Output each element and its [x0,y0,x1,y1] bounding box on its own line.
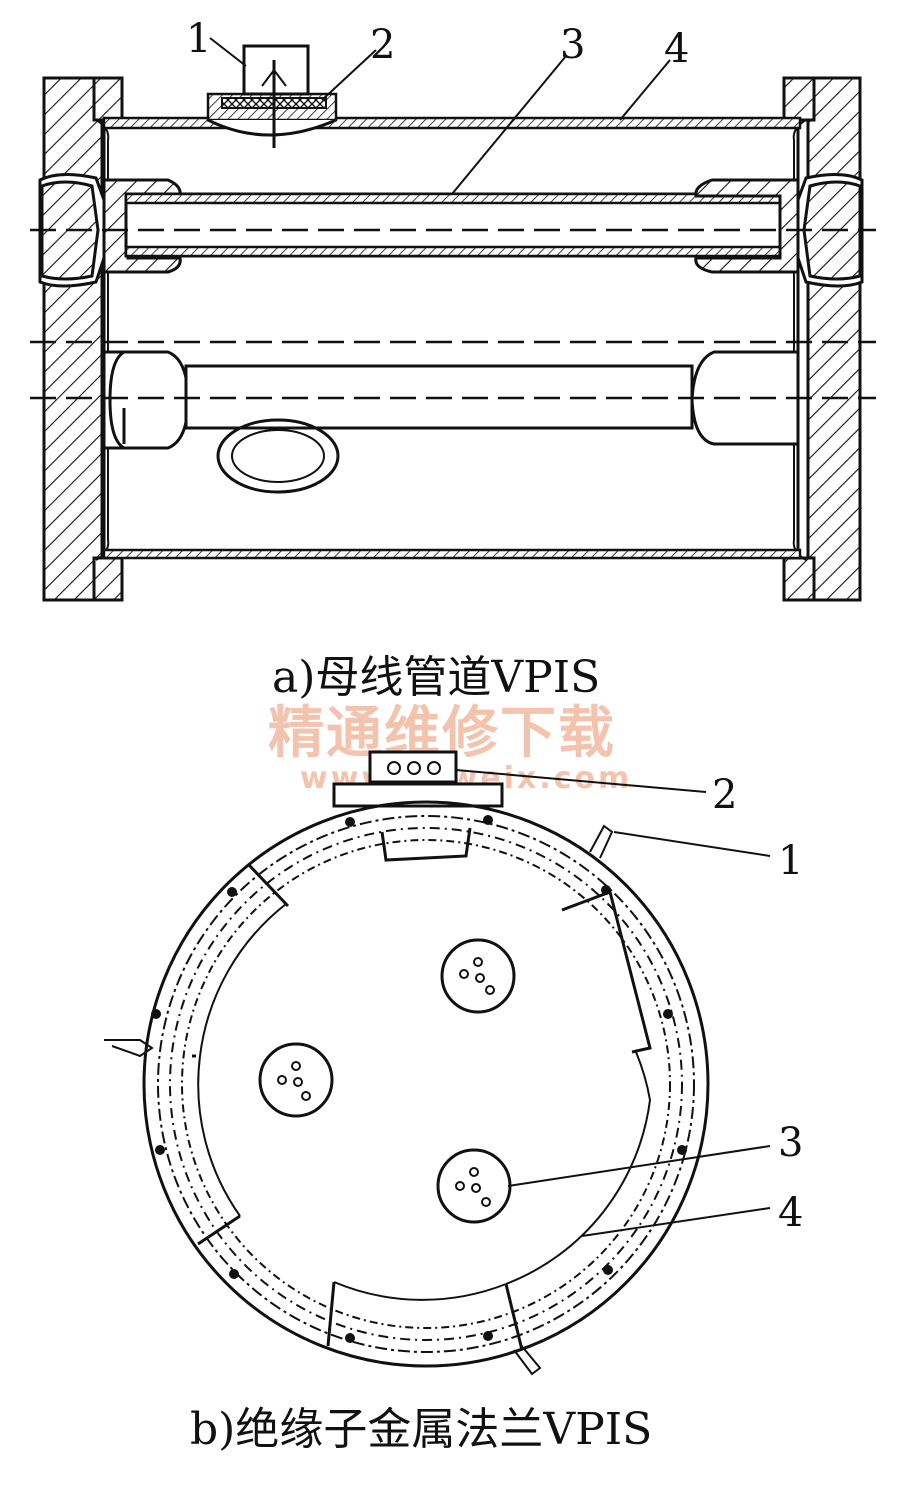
callout-a-3: 3 [560,22,585,68]
sensor-box [332,750,504,808]
figure-a-leaders [209,37,671,195]
bus-duct-drawing: 1 2 3 4 [30,16,876,602]
enclosure-tube [102,116,802,560]
callout-a-2: 2 [370,22,395,68]
callout-a-1: 1 [186,16,211,62]
lower-conductor [30,340,876,494]
sensor-boss [206,44,338,148]
callout-b-4: 4 [778,1190,803,1236]
right-flange [782,76,864,602]
upper-conductor [30,178,876,274]
caption-a: a)母线管道VPIS [272,652,600,703]
flange-drawing: 2 1 3 4 [104,750,803,1376]
callout-a-4: 4 [664,26,689,72]
conductor-holes [258,938,516,1224]
callout-b-2: 2 [712,772,737,818]
left-flange [38,76,124,602]
figure-b-leaders [455,769,771,1237]
callout-b-3: 3 [778,1120,803,1166]
callout-b-1: 1 [778,838,803,884]
flange-ring [104,800,710,1376]
caption-b: b)绝缘子金属法兰VPIS [190,1404,652,1455]
